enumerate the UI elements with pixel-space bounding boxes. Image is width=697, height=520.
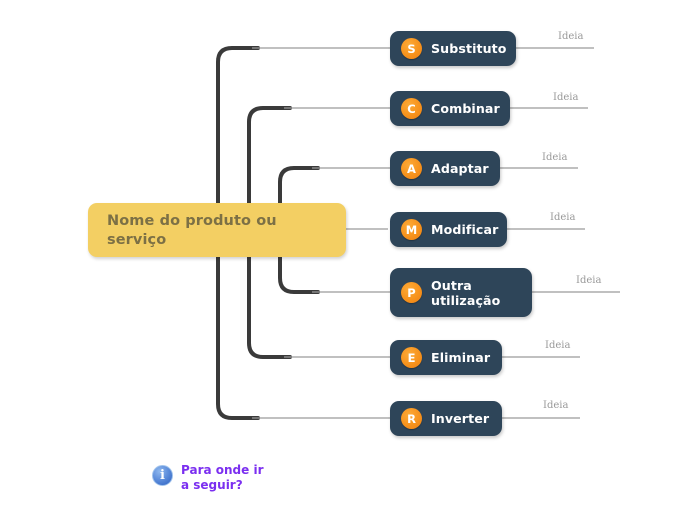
trunk-line-outer — [216, 46, 260, 212]
footer-note-line1: Para onde ir — [181, 463, 264, 477]
badge-icon-c: C — [401, 98, 422, 119]
trunk-line-outer-bottom — [216, 248, 260, 420]
idea-label-adaptar: Ideia — [542, 152, 568, 163]
branch-node-modificar[interactable]: M Modificar — [390, 212, 507, 247]
idea-label-modificar: Ideia — [550, 212, 576, 223]
idea-label-combinar: Ideia — [553, 92, 579, 103]
branch-node-outra-utilizacao[interactable]: P Outra utilização — [390, 268, 532, 317]
footer-note-text: Para onde ir a seguir? — [181, 463, 264, 493]
badge-icon-m: M — [401, 219, 422, 240]
idea-label-substituto: Ideia — [558, 31, 584, 42]
branch-node-adaptar[interactable]: A Adaptar — [390, 151, 500, 186]
badge-icon-e: E — [401, 347, 422, 368]
central-node[interactable]: Nome do produto ou serviço — [88, 203, 346, 257]
branch-node-eliminar[interactable]: E Eliminar — [390, 340, 502, 375]
trunk-line-middle — [247, 106, 292, 212]
idea-label-eliminar: Ideia — [545, 340, 571, 351]
branch-node-substituto[interactable]: S Substituto — [390, 31, 516, 66]
central-node-label: Nome do produto ou serviço — [107, 213, 277, 248]
branch-label-combinar: Combinar — [431, 101, 500, 116]
branch-label-adaptar: Adaptar — [431, 161, 489, 176]
branch-label-outra-utilizacao: Outra utilização — [431, 277, 501, 308]
branch-label-modificar: Modificar — [431, 222, 499, 237]
branch-label-eliminar: Eliminar — [431, 350, 491, 365]
branch-node-combinar[interactable]: C Combinar — [390, 91, 510, 126]
badge-icon-p: P — [401, 282, 422, 303]
info-icon: i — [152, 465, 173, 486]
badge-icon-a: A — [401, 158, 422, 179]
idea-label-outra-utilizacao: Ideia — [576, 275, 602, 286]
branch-node-inverter[interactable]: R Inverter — [390, 401, 502, 436]
idea-label-inverter: Ideia — [543, 400, 569, 411]
footer-note-line2: a seguir? — [181, 478, 243, 492]
branch-label-substituto: Substituto — [431, 41, 507, 56]
badge-icon-s: S — [401, 38, 422, 59]
branch-label-inverter: Inverter — [431, 411, 490, 426]
trunk-line-middle-bottom — [247, 248, 292, 359]
badge-icon-r: R — [401, 408, 422, 429]
footer-note[interactable]: i Para onde ir a seguir? — [152, 463, 264, 493]
